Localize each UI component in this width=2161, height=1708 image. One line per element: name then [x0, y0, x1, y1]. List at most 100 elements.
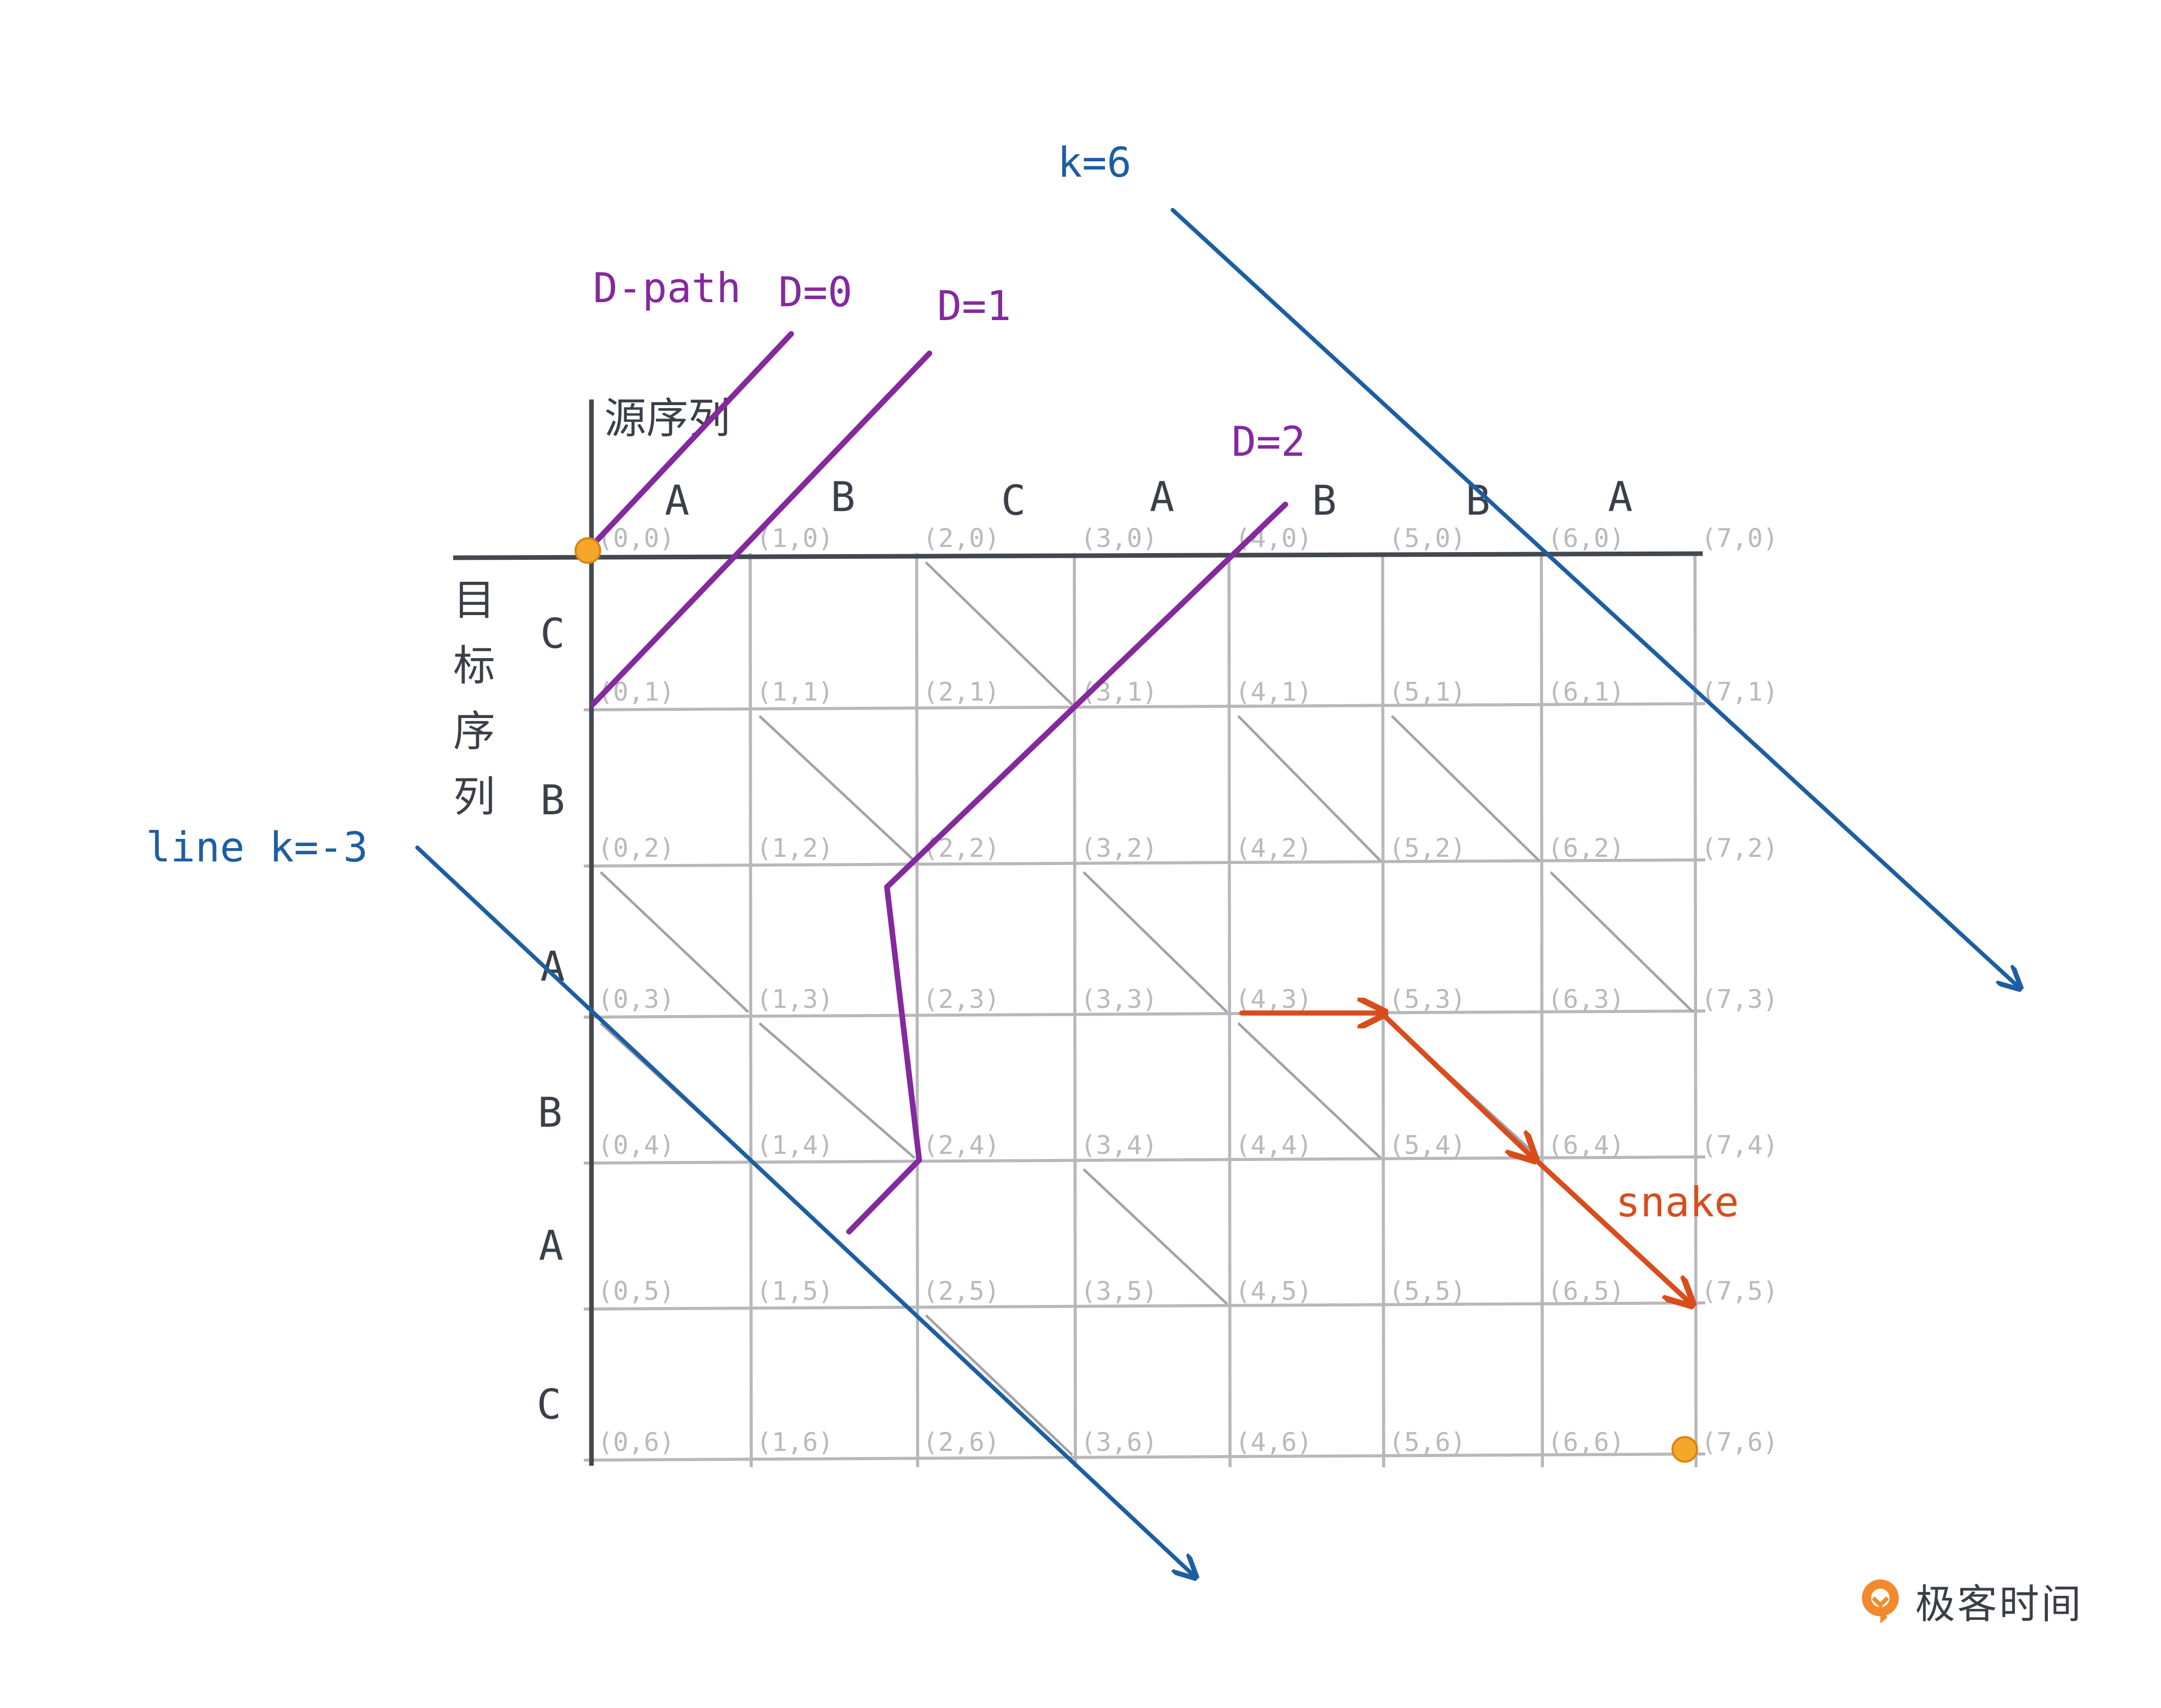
coordinate-label: (6,2) — [1548, 833, 1625, 863]
diagonal-edge — [1237, 1022, 1382, 1159]
coordinate-label: (0,2) — [598, 833, 675, 863]
diagonal-edge — [1550, 871, 1694, 1013]
start-point — [575, 537, 601, 564]
target-axis-char: 目 — [453, 576, 495, 625]
grid-row-line — [583, 702, 1706, 711]
coordinate-label: (2,4) — [923, 1130, 1000, 1160]
coordinate-label: (7,5) — [1701, 1276, 1778, 1306]
grid-column-line — [915, 553, 919, 1468]
coordinate-label: (5,2) — [1389, 833, 1466, 863]
grid-column-line — [1227, 553, 1232, 1468]
coordinate-label: (3,6) — [1080, 1427, 1158, 1457]
source-axis-line — [453, 551, 1703, 560]
source-char: A — [1608, 473, 1633, 521]
grid-column-line — [1073, 553, 1077, 1468]
coordinate-label: (2,0) — [923, 523, 1000, 553]
k-lines — [415, 208, 2020, 1577]
coordinate-label: (3,3) — [1080, 984, 1158, 1014]
k-labels: k=6 line k=-3 — [146, 139, 1132, 871]
coordinate-label: (4,6) — [1235, 1427, 1312, 1457]
source-char: C — [1001, 477, 1026, 524]
diagonal-edge — [758, 715, 916, 862]
grid-column-line — [1693, 553, 1698, 1468]
target-char: C — [537, 1381, 561, 1428]
grid — [583, 553, 1706, 1468]
target-axis-char: 标 — [453, 642, 495, 690]
diagonal-edge — [758, 1022, 916, 1159]
coordinate-label: (0,6) — [598, 1427, 675, 1457]
d1-path — [590, 350, 933, 707]
diagonal-edges — [600, 561, 1694, 1456]
coordinate-label: (4,3) — [1235, 984, 1312, 1014]
target-char: A — [539, 1222, 563, 1270]
coordinate-label: (5,6) — [1389, 1427, 1466, 1457]
target-char: B — [540, 776, 565, 824]
coordinate-label: (0,4) — [598, 1130, 675, 1160]
d-paths — [586, 331, 1288, 1235]
source-char: A — [1150, 473, 1174, 521]
snake — [1239, 1013, 1692, 1305]
source-char: B — [831, 473, 855, 521]
coordinate-label: (5,5) — [1389, 1276, 1466, 1306]
diagonal-edge — [925, 1314, 1073, 1456]
coordinate-label: (1,5) — [756, 1276, 834, 1306]
coordinate-label: (5,3) — [1389, 984, 1466, 1014]
grid-column-line — [1381, 553, 1385, 1468]
coordinate-label: (1,6) — [756, 1427, 834, 1457]
coordinate-label: (7,4) — [1701, 1130, 1778, 1160]
coordinate-label: (3,5) — [1080, 1276, 1158, 1306]
k6-label: k=6 — [1057, 139, 1132, 186]
target-axis-label: 目 标 序 列 — [453, 576, 495, 821]
d1-label: D=1 — [937, 282, 1011, 330]
coordinate-label: (1,4) — [756, 1130, 834, 1160]
brand-name: 极客时间 — [1915, 1582, 2084, 1628]
coordinate-label: (7,3) — [1701, 984, 1778, 1014]
coordinate-label: (3,0) — [1080, 523, 1158, 553]
coordinate-label: (1,0) — [756, 523, 834, 553]
coordinate-label: (4,5) — [1235, 1276, 1312, 1306]
diagonal-edge — [1237, 715, 1382, 862]
coordinate-label: (7,6) — [1701, 1427, 1778, 1457]
coordinate-label: (3,2) — [1080, 833, 1158, 863]
target-sequence: C B A B A C — [537, 610, 565, 1428]
coordinate-label: (1,3) — [756, 984, 834, 1014]
coordinate-label: (3,4) — [1080, 1130, 1158, 1160]
grid-row-line — [583, 858, 1706, 868]
k-neg3-label: line k=-3 — [146, 824, 368, 871]
d0-label: D=0 — [778, 268, 853, 316]
diagonal-edge — [1083, 1168, 1228, 1305]
diagonal-edge — [1391, 715, 1540, 862]
grid-column-line — [1540, 553, 1544, 1468]
coordinate-label: (6,0) — [1548, 523, 1625, 553]
coordinate-label: (6,3) — [1548, 984, 1625, 1014]
source-char: A — [665, 477, 689, 524]
coordinate-label: (5,1) — [1389, 677, 1466, 707]
logo-mark-icon — [1862, 1579, 1899, 1623]
diagonal-edge — [1083, 871, 1228, 1013]
source-char: B — [1312, 477, 1337, 524]
coordinate-label: (4,1) — [1235, 677, 1312, 707]
coordinate-label: (2,5) — [923, 1276, 1000, 1306]
d-labels: D-path D=0 D=1 D=2 — [593, 264, 1306, 466]
coordinate-label: (0,1) — [598, 677, 675, 707]
grid-row-line — [583, 1301, 1706, 1311]
brand-logo: 极客时间 — [1859, 1572, 2083, 1630]
d2-path — [846, 501, 1288, 1235]
coordinate-label: (5,0) — [1389, 523, 1466, 553]
coordinate-label: (0,5) — [598, 1276, 675, 1306]
diagonal-edge — [925, 561, 1073, 706]
coordinate-label: (6,1) — [1548, 677, 1625, 707]
coordinate-label: (4,4) — [1235, 1130, 1312, 1160]
coordinate-label: (7,2) — [1701, 833, 1778, 863]
grid-column-line — [749, 553, 753, 1468]
snake-label: snake — [1616, 1178, 1739, 1226]
coordinate-label: (6,4) — [1548, 1130, 1625, 1160]
coordinate-label: (6,6) — [1548, 1427, 1625, 1457]
grid-row-line — [583, 1452, 1706, 1462]
source-sequence: A B C A B B A — [665, 473, 1633, 524]
coordinate-label: (1,1) — [756, 677, 834, 707]
end-point — [1671, 1436, 1698, 1463]
target-char: C — [540, 610, 565, 658]
coordinate-label: (4,2) — [1235, 833, 1312, 863]
grid-row-line — [583, 1009, 1706, 1019]
